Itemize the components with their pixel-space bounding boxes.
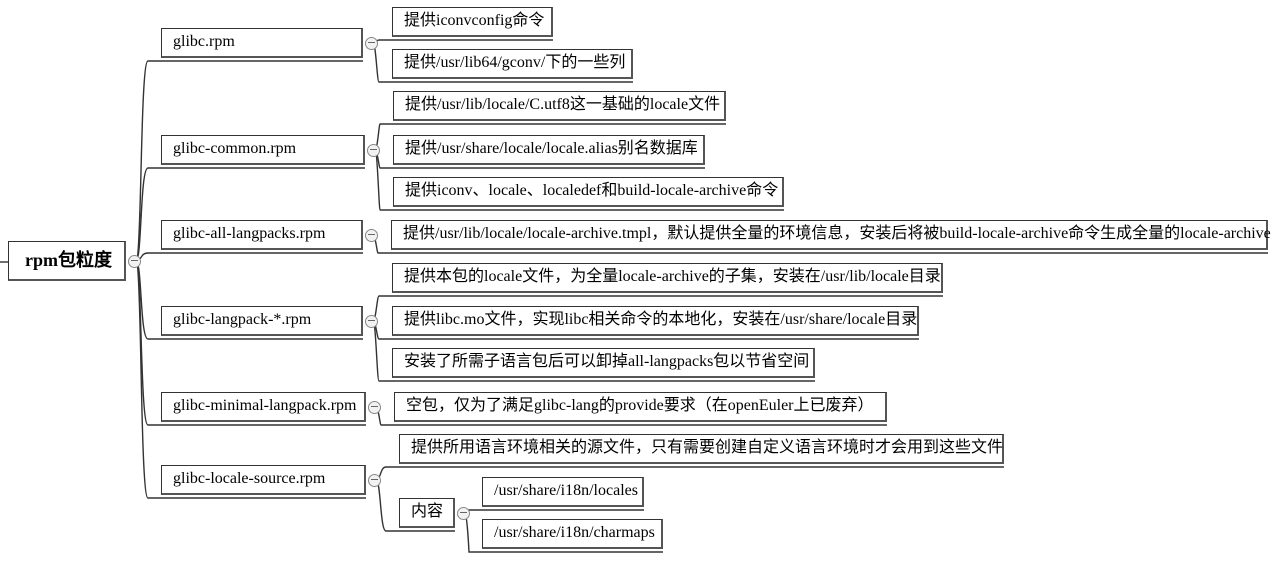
collapse-toggle-icon[interactable] [367, 473, 381, 487]
connector-line [372, 39, 553, 44]
branch-topic[interactable]: glibc-minimal-langpack.rpm [161, 392, 366, 422]
connector-line [135, 252, 363, 262]
subtopic[interactable]: 内容 [399, 498, 455, 528]
subtopic[interactable]: 提供libc.mo文件，实现libc相关命令的本地化，安装在/usr/share… [392, 306, 919, 336]
connector-line [464, 509, 644, 514]
subtopic[interactable]: 提供/usr/lib/locale/locale-archive.tmpl，默认… [391, 220, 1271, 250]
collapse-toggle-icon[interactable] [127, 254, 141, 268]
connector-line [135, 260, 366, 499]
subtopic[interactable]: 空包，仅为了满足glibc-lang的provide要求（在openEuler上… [394, 392, 887, 422]
subtopic[interactable]: /usr/share/i18n/charmaps [482, 519, 663, 549]
subtopic[interactable]: 提供iconv、locale、localedef和build-locale-ar… [393, 177, 784, 207]
branch-topic[interactable]: glibc.rpm [161, 28, 363, 58]
branch-topic[interactable]: glibc-common.rpm [161, 135, 365, 165]
subtopic[interactable]: /usr/share/i18n/locales [482, 477, 644, 507]
collapse-toggle-icon[interactable] [367, 400, 381, 414]
collapse-toggle-icon[interactable] [456, 506, 470, 520]
subtopic[interactable]: 提供/usr/lib/locale/C.utf8这一基础的locale文件 [393, 91, 726, 121]
subtopic[interactable]: 提供/usr/lib64/gconv/下的一些列 [392, 49, 633, 79]
root-topic[interactable]: rpm包粒度 [8, 241, 126, 281]
connector-line [375, 466, 1004, 481]
collapse-toggle-icon[interactable] [364, 228, 378, 242]
subtopic[interactable]: 提供所用语言环境相关的源文件，只有需要创建自定义语言环境时才会用到这些文件 [399, 434, 1004, 464]
subtopic[interactable]: 安装了所需子语言包后可以卸掉all-langpacks包以节省空间 [392, 348, 815, 378]
subtopic[interactable]: 提供/usr/share/locale/locale.alias别名数据库 [393, 135, 705, 165]
branch-topic[interactable]: glibc-all-langpacks.rpm [161, 220, 363, 250]
subtopic[interactable]: 提供iconvconfig命令 [392, 7, 553, 37]
subtopic[interactable]: 提供本包的locale文件，为全量locale-archive的子集，安装在/u… [392, 263, 943, 293]
branch-topic[interactable]: glibc-locale-source.rpm [161, 465, 366, 495]
collapse-toggle-icon[interactable] [364, 314, 378, 328]
branch-topic[interactable]: glibc-langpack-*.rpm [161, 306, 363, 336]
collapse-toggle-icon[interactable] [364, 36, 378, 50]
collapse-toggle-icon[interactable] [366, 143, 380, 157]
